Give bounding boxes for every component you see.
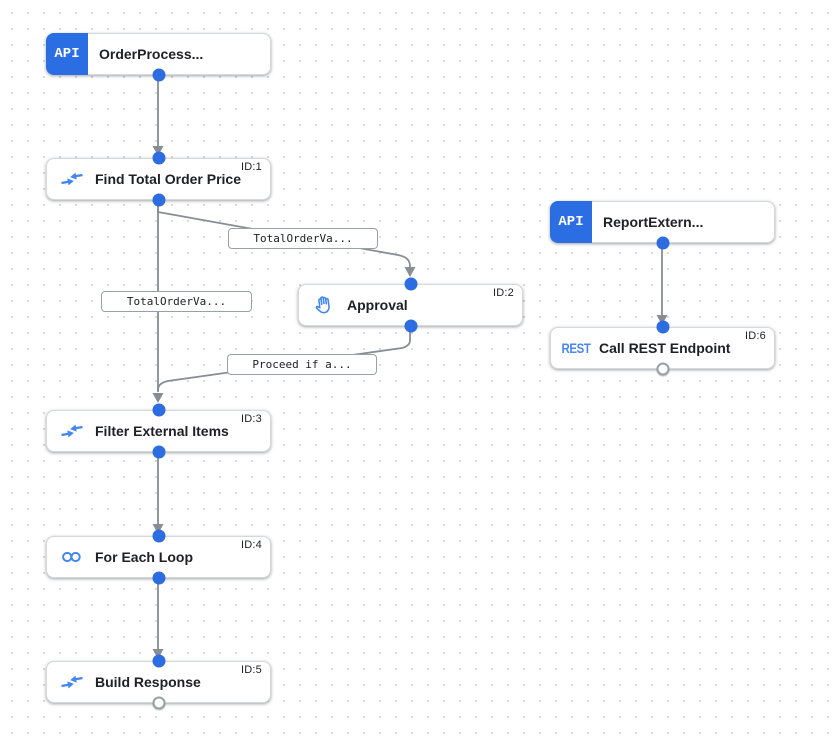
edge-condition-label[interactable]: TotalOrderVa... xyxy=(228,228,378,249)
approval-hand-icon xyxy=(312,293,336,317)
task-id-badge: ID:5 xyxy=(241,664,262,676)
arrowhead-icon xyxy=(656,315,668,325)
node-filter-external-items[interactable]: ID:3 Filter External Items xyxy=(46,403,271,459)
task-id-badge: ID:4 xyxy=(241,539,262,551)
node-title: Filter External Items xyxy=(95,423,229,439)
node-title: Call REST Endpoint xyxy=(599,340,731,356)
edge-find-to-approval[interactable] xyxy=(157,200,411,268)
data-mapping-icon xyxy=(60,419,84,443)
api-trigger-badge-icon: API xyxy=(46,33,88,75)
node-call-rest-endpoint[interactable]: ID:6 REST Call REST Endpoint xyxy=(550,320,775,376)
arrowhead-icon xyxy=(152,393,164,403)
node-approval[interactable]: ID:2 Approval xyxy=(298,277,523,333)
edge-condition-text: TotalOrderVa... xyxy=(253,232,353,245)
arrowhead-icon xyxy=(152,649,164,659)
infinity-loop-icon xyxy=(60,545,84,569)
output-port[interactable] xyxy=(152,193,165,207)
task-id-badge: ID:1 xyxy=(241,161,262,173)
node-title: ReportExtern... xyxy=(603,214,704,230)
output-port[interactable] xyxy=(152,696,165,710)
output-port[interactable] xyxy=(152,445,165,459)
rest-task-icon: REST xyxy=(561,340,591,356)
node-title: Find Total Order Price xyxy=(95,171,241,187)
api-trigger-badge-icon: API xyxy=(550,201,592,243)
input-port[interactable] xyxy=(152,529,165,543)
node-for-each-loop[interactable]: ID:4 For Each Loop xyxy=(46,529,271,585)
node-title: Approval xyxy=(347,297,408,313)
node-title: OrderProcess... xyxy=(99,46,204,62)
input-port[interactable] xyxy=(152,403,165,417)
edge-condition-text: TotalOrderVa... xyxy=(126,295,227,308)
node-build-response[interactable]: ID:5 Build Response xyxy=(46,654,271,710)
data-mapping-icon xyxy=(60,670,84,694)
node-title: For Each Loop xyxy=(95,549,193,565)
data-mapping-icon xyxy=(60,167,84,191)
edge-condition-label[interactable]: TotalOrderVa... xyxy=(101,291,252,312)
task-id-badge: ID:2 xyxy=(493,287,514,299)
node-orderprocess-trigger[interactable]: API OrderProcess... xyxy=(46,33,271,82)
arrowhead-icon xyxy=(152,146,164,156)
output-port[interactable] xyxy=(152,571,165,585)
input-port[interactable] xyxy=(404,277,417,291)
output-port[interactable] xyxy=(656,362,669,376)
input-port[interactable] xyxy=(656,320,669,334)
input-port[interactable] xyxy=(152,151,165,165)
node-reportextern-trigger[interactable]: API ReportExtern... xyxy=(550,201,775,250)
arrowhead-icon xyxy=(152,524,164,534)
output-port[interactable] xyxy=(656,236,669,250)
output-port[interactable] xyxy=(152,68,165,82)
edge-approval-to-filter[interactable] xyxy=(157,326,411,391)
task-id-badge: ID:3 xyxy=(241,413,262,425)
task-id-badge: ID:6 xyxy=(745,330,766,342)
edge-condition-text: Proceed if a... xyxy=(252,358,352,371)
edge-condition-label[interactable]: Proceed if a... xyxy=(227,354,377,375)
node-title: Build Response xyxy=(95,674,201,690)
input-port[interactable] xyxy=(152,654,165,668)
output-port[interactable] xyxy=(404,319,417,333)
node-find-total-order-price[interactable]: ID:1 Find Total Order Price xyxy=(46,151,271,207)
arrowhead-icon xyxy=(404,267,416,277)
